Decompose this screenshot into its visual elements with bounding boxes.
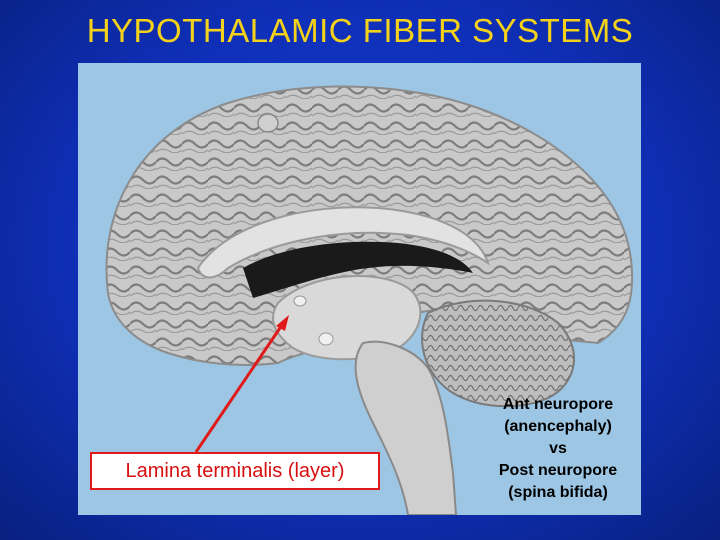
brainstem <box>354 340 458 515</box>
caption-line-5: (spina bifida) <box>508 484 608 501</box>
diencephalon <box>272 275 422 361</box>
caption-line-3: vs <box>549 440 567 457</box>
slide-title: HYPOTHALAMIC FIBER SYSTEMS <box>86 12 634 49</box>
caption-line-1: Ant neuropore <box>502 396 614 413</box>
corpus-callosum <box>196 206 490 279</box>
brain-illustration <box>105 85 634 515</box>
caption-line-2: (anencephaly) <box>504 418 612 435</box>
cerebellum <box>421 299 575 408</box>
brain-sagittal-photo <box>78 63 641 515</box>
neuropore-caption: Ant neuropore (anencephaly) vs Post neur… <box>478 394 638 504</box>
ventricle <box>243 241 473 298</box>
lamina-terminalis-label: Lamina terminalis (layer) <box>90 452 380 490</box>
caption-line-4: Post neuropore <box>498 462 618 479</box>
